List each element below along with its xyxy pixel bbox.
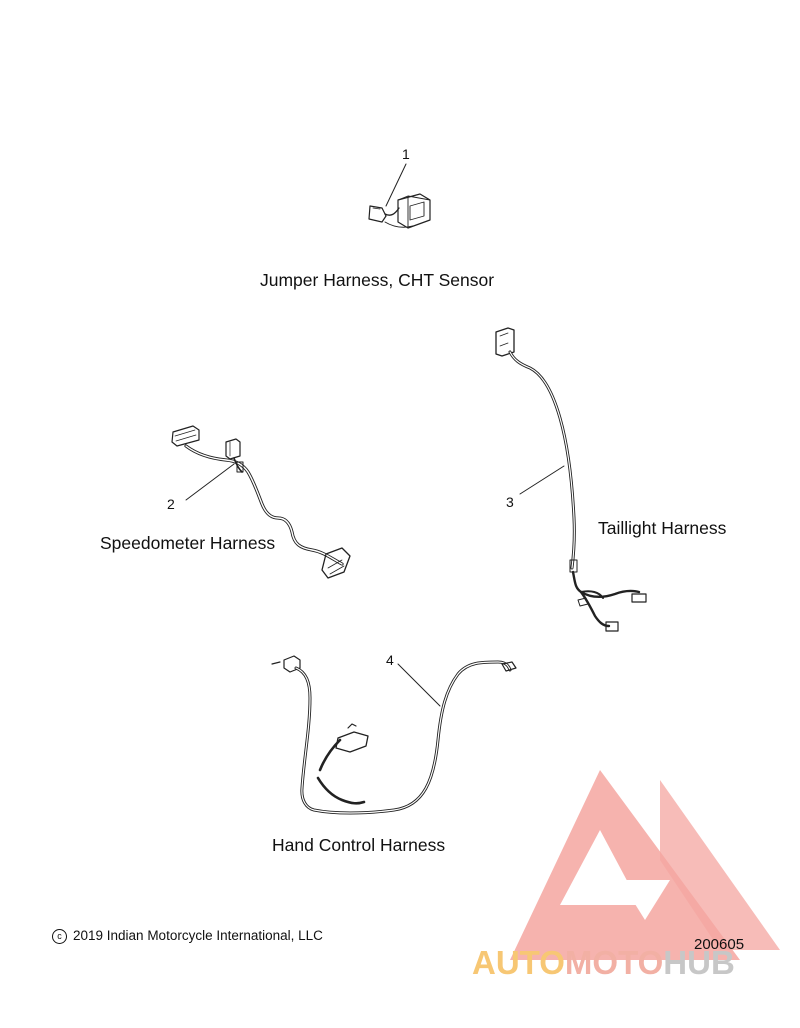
callout-number: 3 (506, 494, 514, 510)
jumper-harness-drawing (368, 163, 431, 229)
part-label-hand-control-harness: Hand Control Harness (272, 835, 446, 855)
watermark-moto: MOTO (564, 944, 664, 981)
callout-number: 2 (167, 496, 175, 512)
hand-control-harness-drawing (271, 655, 517, 815)
copyright-notice: c 2019 Indian Motorcycle International, L… (52, 928, 323, 944)
part-label-jumper-harness: Jumper Harness, CHT Sensor (260, 270, 495, 290)
taillight-harness-drawing (495, 327, 647, 632)
part-label-taillight-harness: Taillight Harness (598, 518, 727, 538)
watermark-logo (510, 770, 780, 960)
drawing-number: 200605 (694, 936, 745, 953)
copyright-text: 2019 Indian Motorcycle International, LL… (73, 928, 323, 943)
speedometer-harness-drawing (171, 425, 351, 579)
part-label-speedometer-harness: Speedometer Harness (100, 533, 276, 553)
watermark-auto: AUTO (472, 944, 565, 981)
watermark-text: AUTOMOTOHUB (472, 944, 735, 982)
callout-number: 4 (386, 652, 394, 668)
callout-number: 1 (402, 146, 410, 162)
watermark-hub: HUB (663, 944, 735, 981)
copyright-icon: c (52, 929, 67, 944)
